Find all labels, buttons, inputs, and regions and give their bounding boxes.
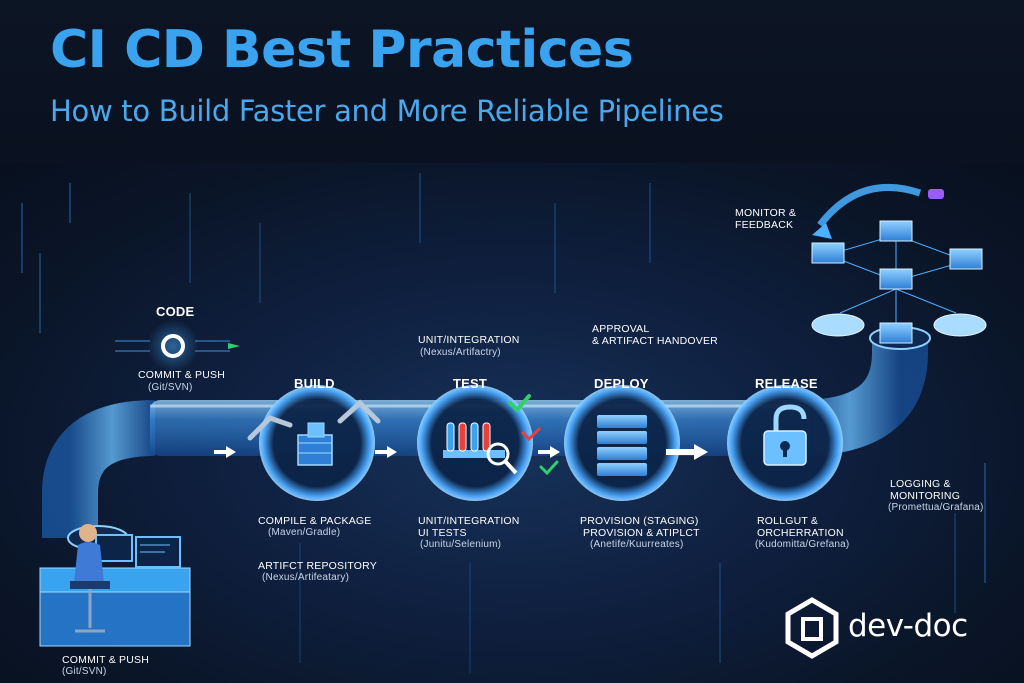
monitoring-tools: (Promettua/Grafana): [888, 502, 984, 513]
brand-logo-mark: [785, 597, 839, 659]
footer-commit-label: COMMIT & PUSH: [62, 654, 149, 666]
monitor-label-2: FEEDBACK: [735, 219, 794, 231]
build-ring: [247, 385, 381, 501]
build-label: BUILD: [294, 376, 335, 391]
build-artifact-label: ARTIFCT REPOSITORY: [258, 560, 377, 572]
deploy-handover-label: & ARTIFACT HANDOVER: [592, 335, 718, 347]
release-orchestration-label: ORCHERRATION: [757, 527, 844, 539]
test-checkmarks: [508, 394, 559, 476]
deploy-tools: (Anetife/Kuurreates): [590, 539, 684, 550]
flow-arrows: [214, 444, 708, 460]
pipeline-graphic: [21, 173, 987, 673]
monitor-label-1: MONITOR &: [735, 207, 797, 219]
test-unit-label: UNIT/INTEGRATION: [418, 515, 520, 527]
test-ui-label: UI TESTS: [418, 527, 467, 539]
deploy-ring: [564, 385, 680, 501]
build-compile-tools: (Maven/Gradle): [268, 527, 341, 538]
deploy-label: DEPLOY: [594, 376, 649, 391]
test-label: TEST: [453, 376, 488, 391]
test-ring: [417, 385, 533, 501]
test-tools: (Junitu/Selenium): [420, 539, 502, 550]
brand-name: dev-doc: [848, 608, 968, 644]
release-tools: (Kudomitta/Grefana): [755, 539, 850, 550]
build-compile-label: COMPILE & PACKAGE: [258, 515, 372, 527]
build-artifact-tools: (Nexus/Artifeatary): [262, 572, 350, 583]
deploy-provision-artifact: PROVISION & ATIPLCT: [583, 527, 700, 539]
monitoring-label: MONITORING: [890, 490, 961, 502]
test-top-tools: (Nexus/Artifactry): [420, 347, 501, 358]
pipeline-illustration: CODE COMMIT & PUSH (Git/SVN) BUILD COMPI…: [0, 163, 1024, 683]
page-subtitle: How to Build Faster and More Reliable Pi…: [50, 94, 724, 128]
code-commit-tools: (Git/SVN): [148, 382, 193, 393]
test-top-label: UNIT/INTEGRATION: [418, 334, 520, 346]
header: CI CD Best Practices How to Build Faster…: [0, 0, 1024, 163]
pipe-left-bend: [42, 400, 156, 538]
monitor-network: [811, 183, 987, 344]
code-commit-label: COMMIT & PUSH: [138, 369, 225, 381]
code-label: CODE: [156, 304, 195, 319]
developer-workstation: [39, 524, 191, 647]
deploy-provision-staging: PROVISION (STAGING): [580, 515, 699, 527]
deploy-approval-label: APPROVAL: [592, 323, 650, 335]
release-label: RELEASE: [755, 376, 818, 391]
background-streaks: [21, 173, 986, 673]
logging-label: LOGGING &: [890, 478, 951, 490]
page-title: CI CD Best Practices: [50, 20, 634, 80]
release-rollout-label: ROLLGUT &: [757, 515, 819, 527]
code-node: [115, 320, 240, 372]
release-ring: [727, 385, 843, 501]
footer-commit-tools: (Git/SVN): [62, 666, 107, 677]
